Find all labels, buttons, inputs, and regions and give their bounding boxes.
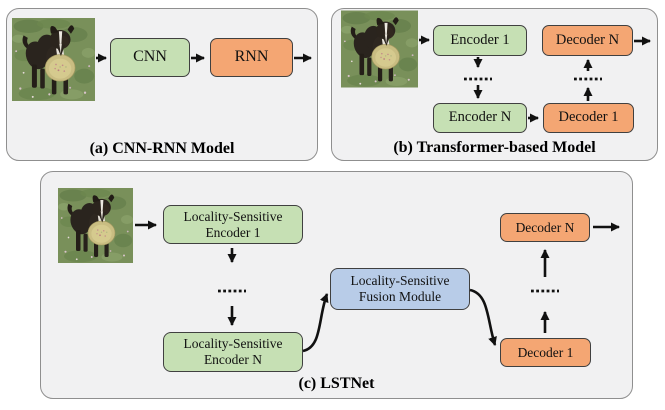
ls-fusion-module-box: Locality-Sensitive Fusion Module <box>330 268 470 310</box>
ls-fusion-module-label-line1: Locality-Sensitive <box>350 273 450 289</box>
caption-lstnet: (c) LSTNet <box>298 375 375 392</box>
dog-image <box>58 188 133 263</box>
ls-fusion-module-label-line2: Fusion Module <box>358 289 442 304</box>
ls-encoder-1-label-line2: Encoder 1 <box>205 224 261 240</box>
decoder-1-label: Decoder 1 <box>558 109 619 126</box>
decoder-1-box: Decoder 1 <box>543 103 634 133</box>
lstnet-decoder-n-label: Decoder N <box>515 219 575 235</box>
rnn-box: RNN <box>210 38 293 77</box>
encoder-1-box: Encoder 1 <box>433 25 527 56</box>
ls-encoder-n-box: Locality-Sensitive Encoder N <box>163 332 303 372</box>
cnn-box: CNN <box>110 38 190 77</box>
decoder-n-box: Decoder N <box>542 25 633 56</box>
rnn-label: RNN <box>234 48 269 66</box>
dog-image <box>341 10 418 88</box>
encoder-n-box: Encoder N <box>433 103 527 133</box>
encoder-n-label: Encoder N <box>448 109 512 126</box>
dog-image <box>12 18 95 101</box>
lstnet-decoder-1-label: Decoder 1 <box>517 344 574 360</box>
ls-encoder-1-label-line1: Locality-Sensitive <box>183 208 283 224</box>
ls-encoder-n-label-line1: Locality-Sensitive <box>183 336 283 352</box>
caption-cnn-rnn-model: (a) CNN-RNN Model <box>89 140 235 157</box>
cnn-label: CNN <box>133 48 167 66</box>
lstnet-decoder-1-box: Decoder 1 <box>500 338 591 367</box>
lstnet-decoder-n-box: Decoder N <box>500 213 590 242</box>
ls-encoder-1-box: Locality-Sensitive Encoder 1 <box>163 205 303 244</box>
encoder-1-label: Encoder 1 <box>450 31 510 48</box>
ls-encoder-n-label-line2: Encoder N <box>203 352 263 367</box>
decoder-n-label: Decoder N <box>555 31 620 48</box>
caption-transformer-based-model: (b) Transformer-based Model <box>393 139 596 156</box>
